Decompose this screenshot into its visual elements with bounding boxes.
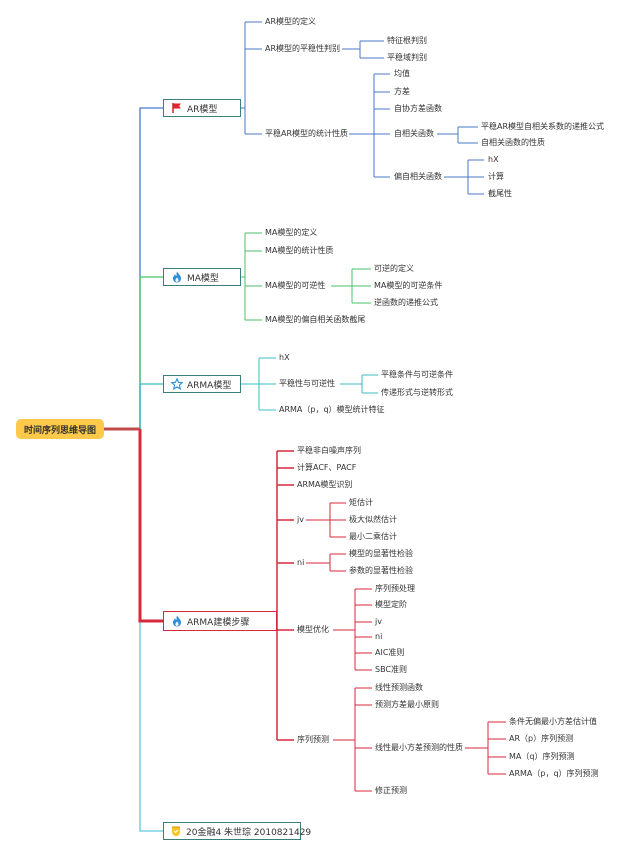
ma-inv-cond: MA模型的可逆条件	[374, 281, 443, 290]
flag-icon	[170, 102, 183, 115]
steps-min-var-props: 线性最小方差预测的性质	[375, 743, 463, 752]
steps-aic: AIC准则	[375, 648, 405, 657]
steps-revise: 修正预测	[375, 786, 407, 795]
steps-ma-pred: MA（q）序列预测	[509, 752, 575, 761]
ma-definition: MA模型的定义	[265, 228, 318, 237]
ar-stationarity: AR模型的平稳性判别	[265, 44, 341, 53]
steps-arma-pred: ARMA（p，q）序列预测	[509, 769, 599, 778]
arma-transfer: 传递形式与逆转形式	[381, 388, 453, 397]
steps-ni2: ni	[375, 632, 383, 641]
steps-preprocess: 序列预处理	[375, 584, 415, 593]
fire-icon	[170, 271, 183, 284]
ar-pacf: 偏自相关函数	[394, 172, 442, 181]
steps-unbiased: 条件无偏最小方差估计值	[509, 717, 597, 726]
ar-acf-property: 自相关函数的性质	[481, 138, 545, 147]
ar-acf: 自相关函数	[394, 129, 434, 138]
ma-inv-def: 可逆的定义	[374, 264, 414, 273]
branch-ar-label: AR模型	[187, 104, 218, 115]
arma-hx: hX	[279, 353, 290, 362]
ar-stats: 平稳AR模型的统计性质	[265, 129, 349, 138]
steps-forecast: 序列预测	[297, 735, 329, 744]
ar-autocov: 自协方差函数	[394, 104, 442, 113]
steps-jv2: jv	[375, 617, 382, 626]
steps-ls: 最小二乘估计	[349, 532, 397, 541]
steps-optimize: 模型优化	[297, 625, 329, 634]
ar-stationary-region: 平稳域判别	[387, 53, 427, 62]
steps-linear-func: 线性预测函数	[375, 683, 423, 692]
steps-min-var: 预测方差最小原则	[375, 700, 439, 709]
steps-sbc: SBC准则	[375, 665, 408, 674]
ar-pacf-hx: hX	[488, 155, 499, 164]
branch-steps[interactable]: ARMA建模步骤	[163, 611, 277, 631]
steps-white-noise: 平稳非白噪声序列	[297, 446, 361, 455]
branch-arma[interactable]: ARMA模型	[163, 375, 241, 393]
branch-arma-label: ARMA模型	[187, 380, 232, 391]
steps-order: 模型定阶	[375, 600, 407, 609]
link-root-ar	[104, 107, 163, 430]
ar-acf-recursion: 平稳AR模型自相关系数的递推公式	[481, 122, 605, 131]
link-root-steps	[138, 429, 163, 623]
branch-ma-label: MA模型	[187, 273, 219, 284]
steps-param-sig: 参数的显著性检验	[349, 566, 413, 575]
steps-jv: jv	[297, 515, 304, 524]
star-icon	[170, 378, 183, 391]
steps-ni: ni	[297, 558, 305, 567]
arma-stat-cond: 平稳条件与可逆条件	[381, 370, 453, 379]
fire-icon	[170, 615, 183, 628]
ar-mean: 均值	[394, 69, 410, 78]
root-label: 时间序列思维导图	[23, 425, 96, 436]
steps-ar-pred: AR（p）序列预测	[509, 734, 574, 743]
root-node[interactable]: 时间序列思维导图	[16, 419, 104, 439]
arma-stationarity: 平稳性与可逆性	[279, 379, 335, 388]
ar-definition: AR模型的定义	[265, 17, 317, 26]
branch-footer-label: 20金融4 朱世琮 2010821429	[186, 827, 312, 838]
link-root-footer	[139, 429, 163, 832]
ma-inv-func: 逆函数的递推公式	[374, 298, 438, 307]
badge-icon	[170, 825, 182, 838]
steps-moment: 矩估计	[349, 498, 373, 507]
arma-stats: ARMA（p，q）模型统计特征	[279, 405, 385, 414]
ma-stats: MA模型的统计性质	[265, 246, 334, 255]
steps-acf: 计算ACF、PACF	[297, 463, 357, 472]
branch-ar[interactable]: AR模型	[163, 99, 241, 117]
branch-ma[interactable]: MA模型	[163, 268, 241, 286]
steps-identify: ARMA模型识别	[297, 480, 353, 489]
ar-char-root: 特征根判别	[387, 36, 427, 45]
ar-pacf-cutoff: 截尾性	[488, 189, 512, 198]
ar-pacf-calc: 计算	[488, 172, 504, 181]
ma-invertibility: MA模型的可逆性	[265, 281, 326, 290]
ma-pacf: MA模型的偏自相关函数截尾	[265, 315, 366, 324]
steps-mle: 极大似然估计	[349, 515, 397, 524]
link-root-arma	[139, 383, 163, 429]
branch-footer[interactable]: 20金融4 朱世琮 2010821429	[163, 822, 311, 840]
ar-variance: 方差	[394, 87, 410, 96]
branch-steps-label: ARMA建模步骤	[187, 617, 250, 628]
steps-model-sig: 模型的显著性检验	[349, 549, 413, 558]
link-root-ma	[139, 276, 163, 429]
